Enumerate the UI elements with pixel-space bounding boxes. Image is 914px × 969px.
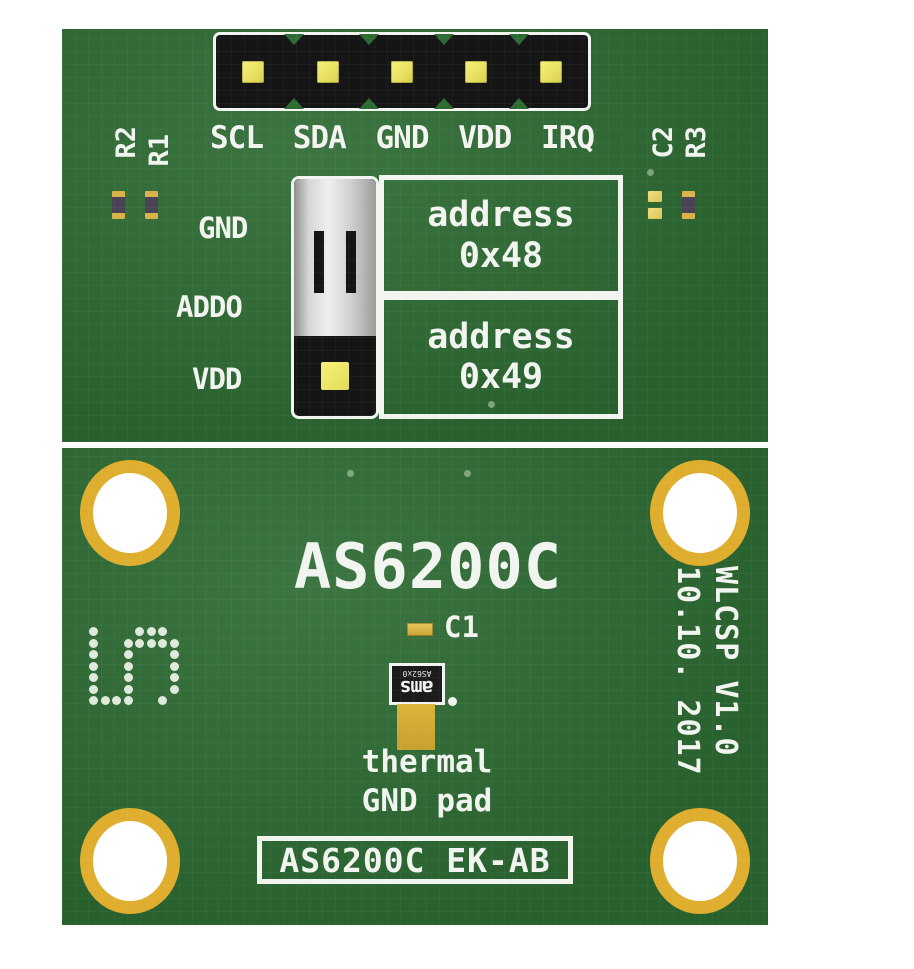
via [647, 169, 654, 176]
jumper-label-vdd: VDD [192, 362, 242, 396]
pin-label-irq: IRQ [541, 120, 595, 156]
sensor-chip-as62x0: ams AS62x0 [389, 663, 445, 705]
silk-ref-c2: C2 [648, 126, 679, 159]
pin-label-gnd: GND [375, 120, 430, 156]
address-jumper[interactable] [291, 176, 379, 419]
silk-ref-r1: R1 [144, 134, 175, 167]
chip-pin1-dot [448, 697, 457, 706]
via [464, 470, 471, 477]
pin-label-scl: SCL [210, 120, 264, 156]
component-c1 [407, 623, 433, 636]
board-id-label: AS6200C EK-AB [257, 836, 573, 884]
address-box-0x49-line2: 0x49 [458, 357, 544, 397]
jumper-label-gnd: GND [198, 211, 248, 245]
board-product-name: AS6200C [293, 530, 563, 603]
jumper-label-addo: ADDO [176, 290, 243, 324]
component-r1 [145, 191, 158, 219]
board-separator [62, 442, 768, 448]
header-pad-irq [539, 60, 562, 83]
address-box-0x48-line1: address [427, 195, 575, 236]
pin-label-row: SCL SDA GND VDD IRQ [210, 117, 595, 159]
component-r2 [112, 191, 125, 219]
header-pad-gnd [390, 60, 413, 83]
address-box-0x48-line2: 0x48 [458, 235, 544, 276]
thermal-pad-label-line1: thermal [361, 744, 493, 780]
address-box-0x49: address 0x49 [379, 295, 623, 419]
jumper-pad-vdd [321, 362, 349, 390]
address-box-0x48: address 0x48 [379, 175, 623, 296]
thermal-gnd-pad [397, 704, 435, 750]
header-pad-vdd [465, 60, 488, 83]
header-pad-sda [316, 60, 339, 83]
dot-matrix-marking-5 [89, 613, 217, 733]
silk-package: WLCSP V1.0 [708, 566, 743, 757]
component-r3 [682, 191, 695, 219]
thermal-pad-label-line2: GND pad [361, 782, 493, 819]
silk-date: 10.10. 2017 [670, 566, 705, 776]
pin-label-vdd: VDD [458, 120, 512, 156]
top-pcb-board: SCL SDA GND VDD IRQ R2 R1 C2 R3 GND ADDO… [62, 29, 768, 442]
pin-label-sda: SDA [292, 120, 347, 156]
address-box-0x49-line1: address [427, 316, 575, 357]
component-c2 [648, 191, 662, 219]
header-pad-scl [242, 60, 265, 83]
silk-ref-r3: R3 [681, 126, 712, 159]
silk-ref-c1: C1 [444, 610, 479, 644]
jumper-shunt[interactable] [294, 179, 376, 336]
thermal-pad-label: thermal GND pad [277, 743, 577, 821]
chip-part-marking: AS62x0 [402, 669, 432, 679]
via [488, 401, 495, 408]
bottom-pcb-board: AS6200C C1 ams AS62x0 thermal GND pad 10… [62, 448, 768, 925]
mounting-hole-top-right [650, 460, 750, 566]
via [347, 470, 354, 477]
mounting-hole-bottom-right [650, 808, 750, 914]
mounting-hole-top-left [80, 460, 180, 566]
ams-logo: ams [400, 676, 434, 701]
silk-ref-r2: R2 [111, 126, 142, 159]
pin-header-connector [213, 32, 591, 111]
mounting-hole-bottom-left [80, 808, 180, 914]
